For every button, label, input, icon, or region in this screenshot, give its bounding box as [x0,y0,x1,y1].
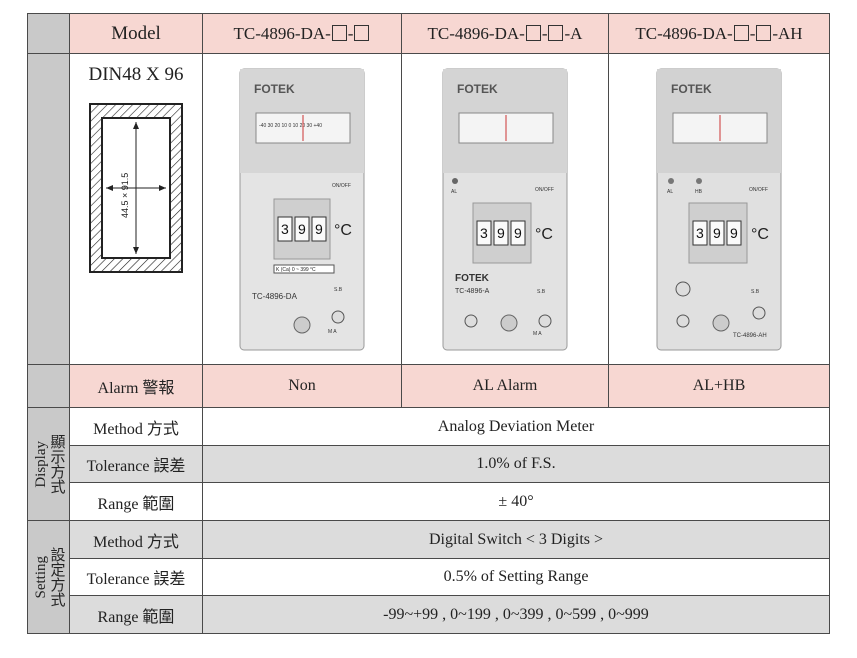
din-title: DIN48 X 96 [88,64,184,85]
setting-group-label: Setting 設定方式 [27,520,70,634]
digit-3c: 9 [730,225,738,241]
device-image-3: FOTEK AL HB ON/OFF 3 9 9 °C S.B [608,53,830,365]
model-text-3: TC-4896-AH [733,333,767,339]
brand-logo-2: FOTEK [457,82,498,96]
display-method-value: Analog Deviation Meter [202,407,830,446]
ma-label-1: M A [328,329,337,335]
display-range-label: Range 範圍 [69,482,203,521]
setting-group-en: Setting [32,555,49,599]
device-image-1: FOTEK -40 30 20 10 0 10 20 30 +40 ON/OFF… [202,53,402,365]
range-label-1: K (Ca) 0 ~ 399 °C [276,267,316,273]
alarm-value-2: AL Alarm [401,364,609,408]
display-tolerance-label: Tolerance 誤差 [69,445,203,483]
model-header-3: TC-4896-DA---AH [608,13,830,54]
model-label: Model [69,13,203,54]
sb-label-1: S.B [334,287,343,293]
setting-range-value: -99~+99 , 0~199 , 0~399 , 0~599 , 0~999 [202,595,830,634]
alarm-value-1: Non [202,364,402,408]
ma-label-2: M A [533,331,542,337]
digit-3b: 9 [713,225,721,241]
display-tolerance-value: 1.0% of F.S. [202,445,830,483]
brand-logo-3: FOTEK [671,82,712,96]
setting-method-label: Method 方式 [69,520,203,559]
alarm-row-side [27,364,70,408]
controller-image-1: FOTEK -40 30 20 10 0 10 20 30 +40 ON/OFF… [239,68,365,350]
dimension-drawing: 44.5 × 91.5 [89,103,183,273]
digit-2b: 9 [497,225,505,241]
display-method-label: Method 方式 [69,407,203,446]
digit-1a: 3 [281,221,289,237]
digit-3a: 3 [696,225,704,241]
deviation-scale-1: -40 30 20 10 0 10 20 30 +40 [259,123,322,129]
digit-2a: 3 [480,225,488,241]
model-header-2: TC-4896-DA---A [401,13,609,54]
onoff-label-1: ON/OFF [332,183,351,189]
display-group-en: Display [32,440,49,488]
brand-logo-1: FOTEK [254,82,295,96]
corner-cell [27,13,70,54]
model-text-1: TC-4896-DA [252,292,298,301]
image-row-side [27,53,70,365]
setting-range-label: Range 範圍 [69,595,203,634]
display-group-label: Display 顯示方式 [27,407,70,521]
device-image-2: FOTEK AL ON/OFF 3 9 9 °C FOTEK TC-4896-A… [401,53,609,365]
alarm-value-3: AL+HB [608,364,830,408]
al-label-3: AL [667,189,673,195]
display-group-zh: 顯示方式 [48,434,65,494]
onoff-label-3: ON/OFF [749,187,768,193]
hb-label-3: HB [695,189,703,195]
onoff-label-2: ON/OFF [535,187,554,193]
digit-2c: 9 [514,225,522,241]
digit-1c: 9 [315,221,323,237]
controller-image-3: FOTEK AL HB ON/OFF 3 9 9 °C S.B [656,68,782,350]
digit-1b: 9 [298,221,306,237]
setting-group-zh: 設定方式 [48,547,65,607]
unit-label-2: °C [535,226,553,243]
setting-tolerance-label: Tolerance 誤差 [69,558,203,596]
controller-image-2: FOTEK AL ON/OFF 3 9 9 °C FOTEK TC-4896-A… [442,68,568,350]
al-label-2: AL [451,189,457,195]
spec-table: Model TC-4896-DA-- TC-4896-DA---A TC-489… [27,13,830,634]
dimension-label: 44.5 × 91.5 [120,173,130,218]
alarm-label: Alarm 警報 [69,364,203,408]
setting-method-value: Digital Switch < 3 Digits > [202,520,830,559]
dimension-cell: DIN48 X 96 44.5 × 91.5 [69,53,203,365]
sb-label-2: S.B [537,289,546,295]
unit-label-1: °C [334,222,352,239]
display-range-value: ± 40° [202,482,830,521]
sb-label-3: S.B [751,289,760,295]
setting-tolerance-value: 0.5% of Setting Range [202,558,830,596]
brand-lower-2: FOTEK [455,273,490,284]
model-text-2: TC-4896-A [455,288,490,295]
model-header-1: TC-4896-DA-- [202,13,402,54]
unit-label-3: °C [751,226,769,243]
